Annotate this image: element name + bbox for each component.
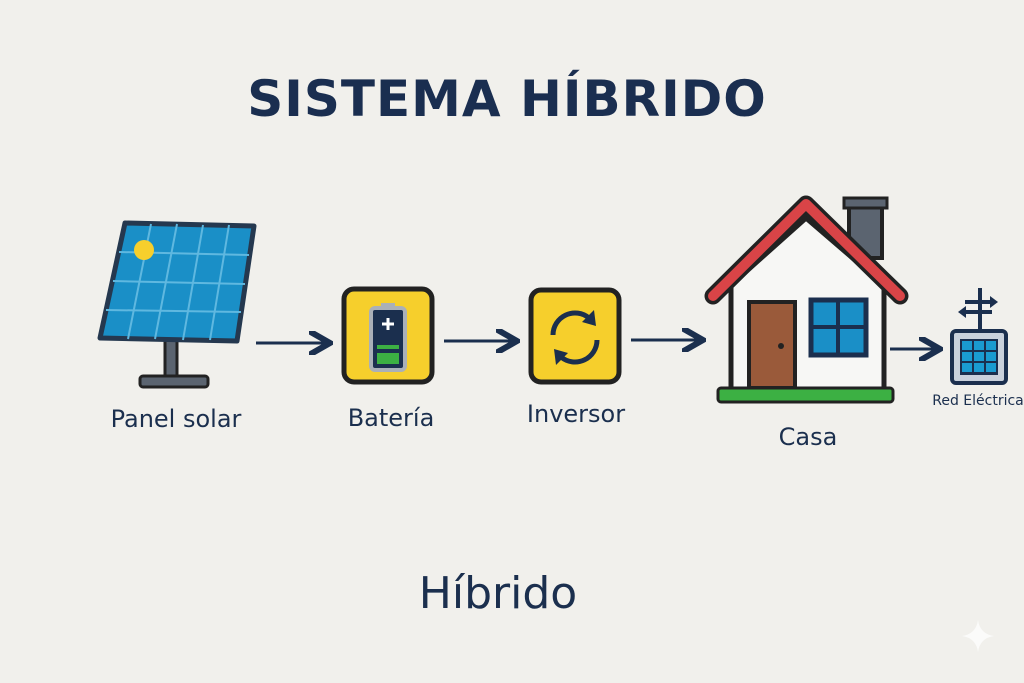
house-icon: [704, 195, 909, 404]
battery-icon: [341, 286, 435, 385]
label-bateria: Batería: [347, 404, 435, 432]
label-inversor: Inversor: [526, 400, 626, 428]
label-panel-solar: Panel solar: [110, 405, 242, 433]
inverter-cycle-icon: [528, 287, 622, 385]
solar-panel-icon: [97, 220, 257, 389]
subtitle: Híbrido: [418, 568, 578, 619]
power-grid-icon: [950, 288, 1008, 385]
sparkle-icon: [962, 620, 994, 652]
label-red-electrica: Red Eléctrica: [932, 393, 1024, 409]
page-title: SISTEMA HÍBRIDO: [247, 70, 767, 128]
label-casa: Casa: [778, 423, 838, 451]
